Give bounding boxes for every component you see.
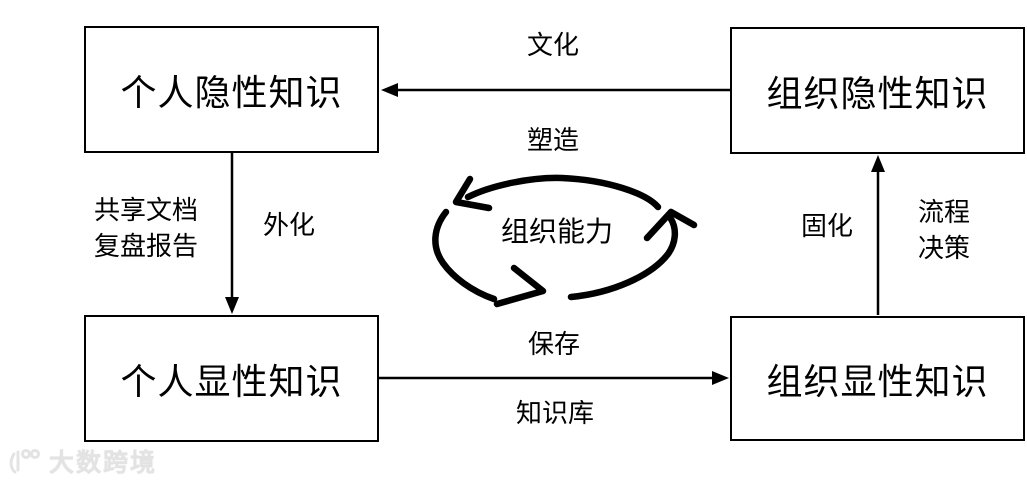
box-org-tacit-label: 组织隐性知识: [766, 73, 989, 114]
label-process: 流程: [917, 198, 971, 227]
label-shared-docs: 共享文档: [93, 196, 199, 225]
label-save: 保存: [527, 330, 581, 359]
box-org-explicit-knowledge: 组织显性知识: [730, 316, 1025, 441]
box-personal-explicit-knowledge: 个人显性知识: [84, 315, 379, 442]
box-org-tacit-knowledge: 组织隐性知识: [730, 27, 1025, 154]
box-personal-tacit-knowledge: 个人隐性知识: [84, 26, 379, 153]
arrow-culture-shaping: [381, 83, 731, 97]
label-process-decision: 流程 决策: [918, 195, 970, 267]
arrow-solidify-process: [871, 155, 885, 315]
arrow-externalization: [225, 153, 239, 314]
label-shaping: 塑造: [526, 126, 580, 155]
label-externalization: 外化: [262, 211, 316, 240]
box-org-explicit-label: 组织显性知识: [766, 361, 989, 402]
label-knowledge-base: 知识库: [515, 399, 595, 428]
label-culture: 文化: [526, 31, 580, 60]
label-solidify: 固化: [800, 212, 854, 241]
dashu-kuajing-logo-icon: [9, 449, 40, 474]
watermark-text: 大数跨境: [49, 449, 158, 477]
label-review-reports: 复盘报告: [93, 232, 199, 261]
capability-cycle-icon: [432, 174, 698, 308]
arrow-save-knowledgebase: [379, 371, 729, 385]
box-personal-tacit-label: 个人隐性知识: [120, 72, 343, 113]
label-organizational-capability: 组织能力: [500, 217, 614, 248]
label-shared-docs-review-reports: 共享文档 复盘报告: [94, 193, 198, 265]
watermark: 大数跨境: [8, 443, 157, 479]
box-personal-explicit-label: 个人显性知识: [120, 361, 343, 402]
label-decision: 决策: [917, 234, 971, 263]
